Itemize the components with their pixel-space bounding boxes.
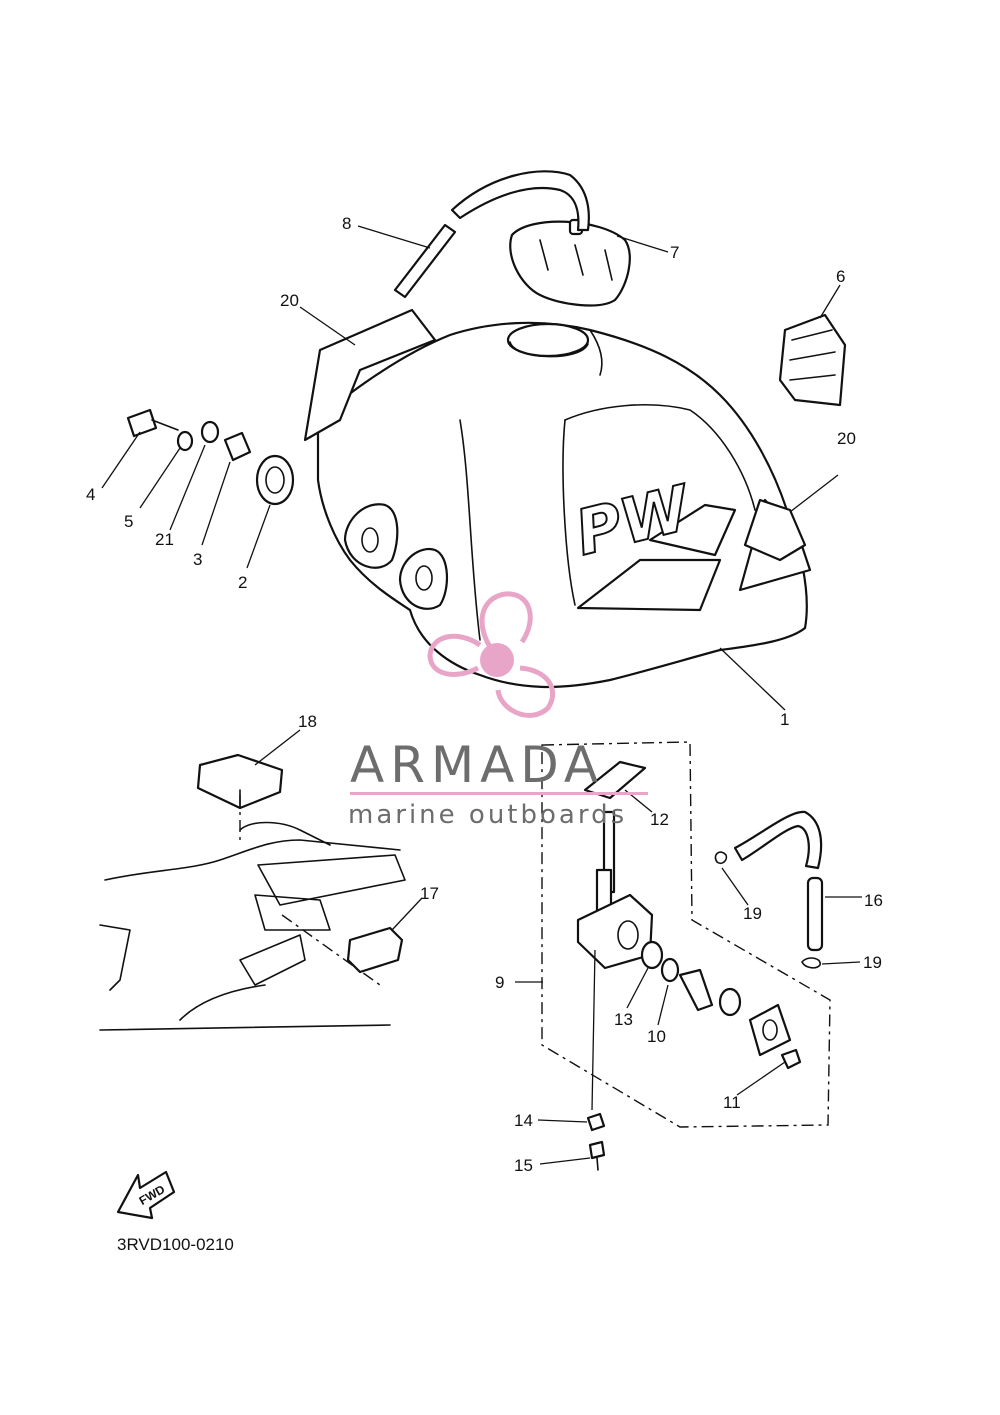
callout-2: 2: [238, 573, 247, 592]
callout-20-left: 20: [280, 291, 299, 310]
callout-1: 1: [780, 710, 789, 729]
callout-7: 7: [670, 243, 679, 262]
hose-clip-lower: [801, 957, 821, 969]
watermark-rule: [350, 792, 648, 795]
fuel-cock-group-box: [541, 741, 831, 1128]
diagram-code: 3RVD100-0210: [117, 1235, 234, 1254]
gasket: [583, 760, 647, 800]
nut: [586, 1112, 606, 1132]
pad: [196, 753, 284, 810]
callout-3: 3: [193, 550, 202, 569]
callout-16: 16: [864, 891, 883, 910]
callout-21: 21: [155, 530, 174, 549]
fuel-cock: [576, 810, 802, 1070]
callout-17: 17: [420, 884, 439, 903]
callout-14: 14: [514, 1111, 533, 1130]
callout-19-upper: 19: [743, 904, 762, 923]
hose-clip: [714, 851, 728, 865]
watermark-brand: ARMADA: [350, 736, 604, 794]
callout-11: 11: [723, 1093, 741, 1112]
callout-8: 8: [342, 214, 351, 233]
fuel-cap: [509, 218, 631, 307]
pad-small: [346, 926, 404, 974]
callouts: 1 2 3 4 5 21 6 7 8 20 20 18 17 12 9 13 1…: [86, 214, 883, 1175]
callout-10: 10: [647, 1027, 666, 1046]
callout-15: 15: [514, 1156, 533, 1175]
callout-4: 4: [86, 485, 95, 504]
breather-hose-upper: [450, 170, 590, 232]
fuel-hose-upper: [733, 810, 823, 870]
watermark-tagline: marine outboards: [348, 800, 627, 830]
decal-left: [303, 308, 437, 442]
watermark: ARMADA marine outboards: [348, 591, 648, 830]
callout-5: 5: [124, 512, 133, 531]
callout-19-lower: 19: [863, 953, 882, 972]
fwd-arrow: FWD: [116, 1170, 176, 1220]
drain-bolt: [588, 1140, 606, 1160]
breather-hose: [393, 223, 457, 299]
leader-lines: [101, 225, 862, 1165]
propeller-logo: [427, 591, 556, 718]
callout-12: 12: [650, 810, 669, 829]
decal-right: [743, 498, 807, 562]
frame-section: [99, 795, 406, 1031]
fuel-tank: PW: [316, 321, 812, 689]
emblem: [778, 313, 847, 407]
callout-6: 6: [836, 267, 845, 286]
callout-20-right: 20: [837, 429, 856, 448]
callout-13: 13: [614, 1010, 633, 1029]
callout-9: 9: [495, 973, 504, 992]
mounting-hardware: [126, 408, 295, 506]
fuel-hose-lower: [806, 876, 824, 952]
callout-18: 18: [298, 712, 317, 731]
